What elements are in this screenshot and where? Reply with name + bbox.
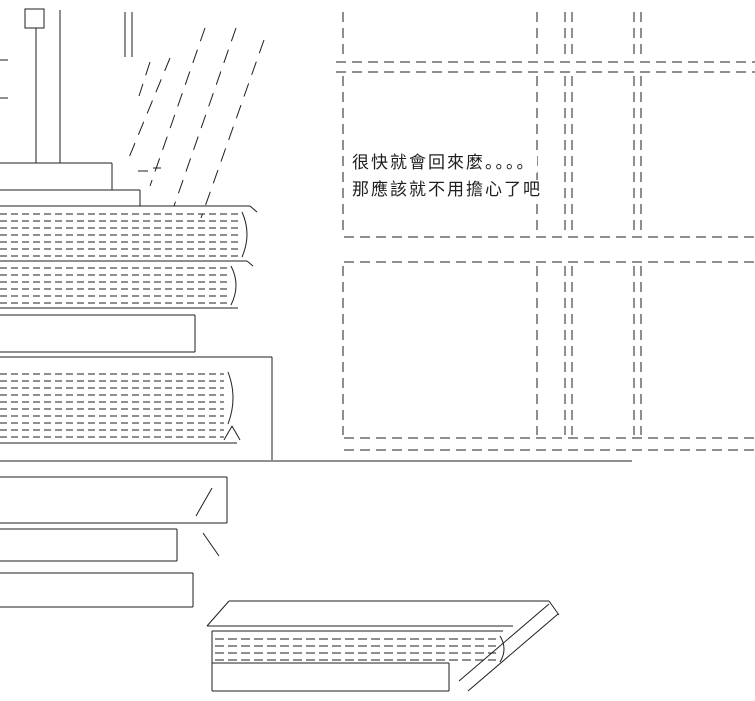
light-rays [127,27,265,219]
low-table [206,600,560,692]
bookshelf [0,162,273,460]
dialogue-line-2: 那應該就不用擔心了吧 [351,180,543,200]
top-left-structure [0,8,133,163]
dialogue: 很快就會回來麼。。。。 那應該就不用擔心了吧 [351,150,543,204]
desk [0,476,228,608]
dialogue-line-1: 很快就會回來麼。。。。 [351,153,537,173]
window-grid [336,12,755,451]
